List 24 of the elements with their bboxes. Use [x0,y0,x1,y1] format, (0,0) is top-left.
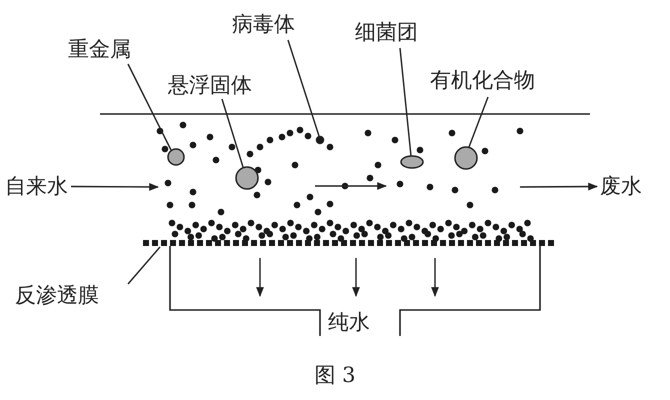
flow-arrow [520,182,598,190]
virus-particle [316,136,324,144]
bacteria-cluster [400,155,424,169]
leader-line [468,96,489,148]
component-label: 有机化合物 [430,69,535,92]
leader-line [127,64,172,150]
heavy-metal-particle [167,148,185,166]
reverse-osmosis-membrane [143,240,556,246]
figure-caption: 图 3 [313,364,357,388]
suspended-solid-particle [235,166,259,190]
leader-line [399,48,412,156]
inlet-label: 自来水 [5,175,68,198]
component-label: 细菌团 [355,21,418,44]
leader-line [127,246,161,284]
leader-line [221,98,244,168]
component-label: 悬浮固体 [168,74,252,98]
flow-arrow [71,183,159,191]
component-label: 反渗透膜 [15,284,99,308]
component-label: 病毒体 [232,13,295,36]
outlet-label: 废水 [600,175,642,198]
outlet-label: 纯水 [328,311,370,334]
organic-compound-particle [454,146,478,170]
component-label: 重金属 [68,38,131,62]
leader-line [287,40,320,136]
